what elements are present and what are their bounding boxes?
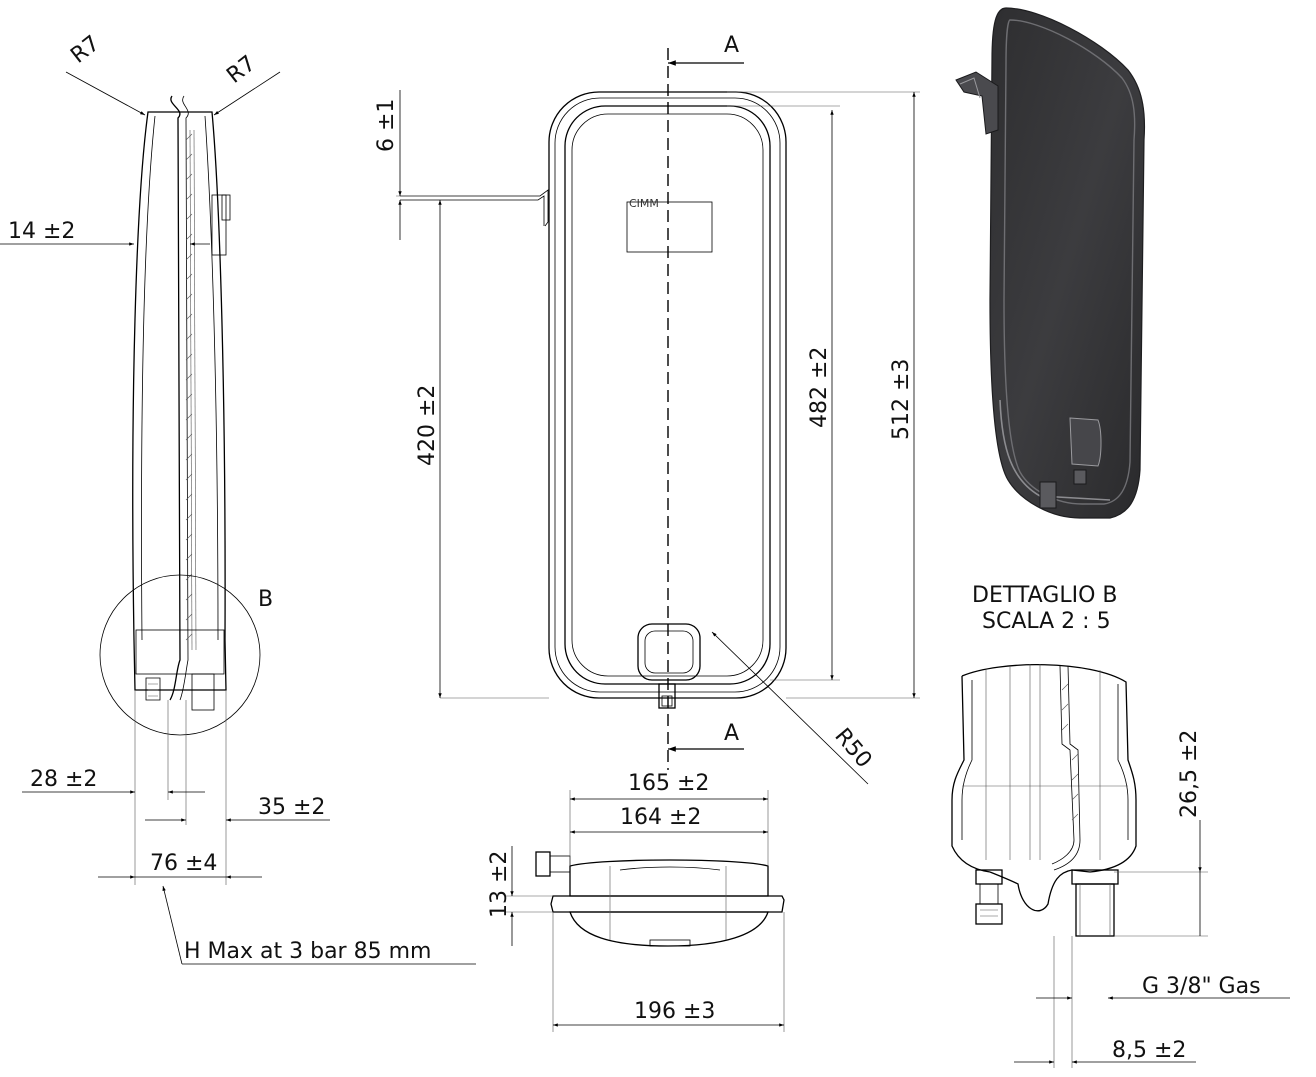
detail-b-circle [99, 574, 261, 736]
tank-3d-render [955, 7, 1146, 519]
radius-label-r50: R50 [829, 724, 876, 773]
radius-label-left: R7 [66, 31, 104, 69]
dim-label-482: 482 ±2 [807, 347, 832, 428]
brand-tag: CIMM [629, 197, 659, 210]
dim-label-28: 28 ±2 [30, 767, 97, 792]
detail-b-view: DETTAGLIO B SCALA 2 : 5 26, [951, 583, 1290, 1068]
dim-label-165: 165 ±2 [628, 771, 709, 796]
dim-label-35: 35 ±2 [258, 795, 325, 820]
dim-label-196: 196 ±3 [634, 999, 715, 1024]
side-view: R7 R7 14 ±2 B 28 ±2 35 ±2 76 ±4 H Max at… [0, 31, 476, 965]
dim-label-420: 420 ±2 [415, 385, 440, 466]
thread-note: G 3/8" Gas [1142, 974, 1261, 999]
dim-label-8-5: 8,5 ±2 [1112, 1038, 1186, 1063]
detail-marker-b: B [258, 587, 273, 612]
dim-label-13: 13 ±2 [487, 851, 512, 918]
label-plate [626, 201, 713, 253]
note-hmax: H Max at 3 bar 85 mm [184, 939, 431, 964]
dim-label-76: 76 ±4 [150, 851, 217, 876]
section-label-a-top: A [724, 33, 739, 58]
front-view: CIMM A A 6 ±1 420 ±2 482 ±2 512 ±3 [374, 33, 920, 785]
dim-label-6: 6 ±1 [374, 99, 399, 152]
section-label-a-bottom: A [724, 721, 739, 746]
dim-label-26-5: 26,5 ±2 [1177, 730, 1202, 818]
bottom-view: 165 ±2 164 ±2 13 ±2 196 ±3 [487, 771, 785, 1032]
dim-label-164: 164 ±2 [620, 805, 701, 830]
dim-label-512: 512 ±3 [889, 359, 914, 440]
dim-label-14: 14 ±2 [8, 219, 75, 244]
side-wall-hatch [185, 133, 193, 641]
detail-scale: SCALA 2 : 5 [982, 609, 1111, 634]
detail-title: DETTAGLIO B [972, 583, 1117, 608]
radius-label-right: R7 [222, 51, 260, 89]
